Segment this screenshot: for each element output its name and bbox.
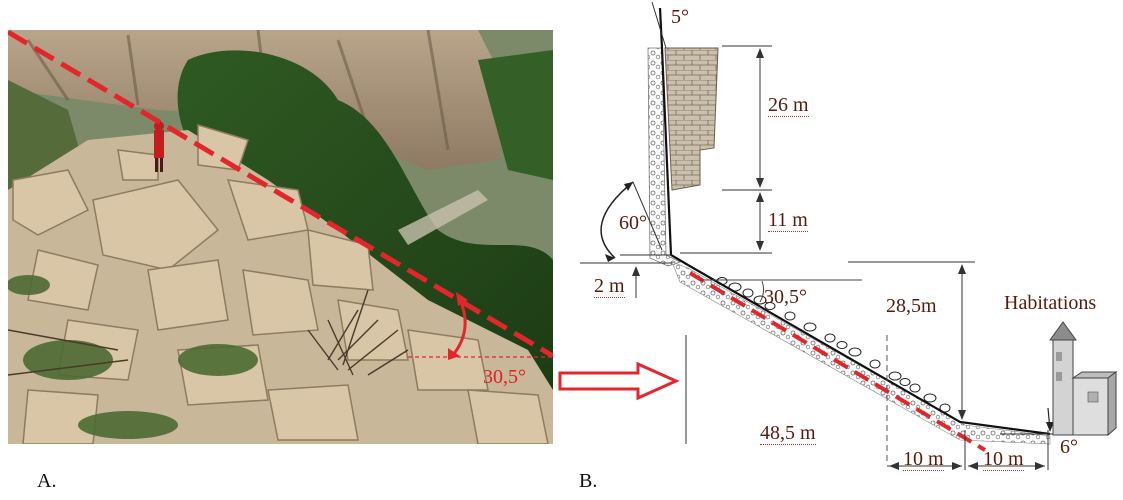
label-base-step: 2 m: [594, 275, 625, 298]
label-slope-angle: 30,5°: [764, 286, 807, 308]
photo-angle-arc: [451, 299, 467, 356]
climber-figure: [154, 121, 164, 172]
diagram-slope-dashed-line: [688, 271, 987, 452]
toe-arrowheads: [889, 462, 1045, 470]
label-horizontal-length-text: 48,5 m: [760, 422, 816, 445]
cliff-angle-ray: [632, 181, 663, 251]
cliff-angle-arc: [600, 181, 634, 259]
cliff-angle-arrowhead-top: [624, 182, 633, 191]
toe-dimension-lines: [887, 430, 1060, 470]
label-height-upper-text: 26 m: [768, 94, 809, 117]
slope-profile-line: [687, 264, 1051, 436]
photo-angle-arrowhead-bottom: [448, 348, 460, 360]
panel-a-label: A.: [37, 470, 57, 492]
label-toe-length-2-text: 10 m: [983, 448, 1024, 471]
photo-angle-arrowhead-top: [456, 292, 468, 306]
rockfall-photo: [8, 30, 553, 444]
cliff-dimension-arrowheads: [632, 48, 764, 276]
photo-angle-label: 30,5°: [483, 366, 526, 388]
dead-branches: [8, 289, 409, 376]
panel-b-label: B.: [579, 470, 598, 492]
toe-angle-arrowhead: [1046, 422, 1054, 432]
slope-angle-arc: [759, 280, 765, 303]
drop-dimension-lines: [848, 261, 975, 418]
label-drop-height: 28,5m: [886, 295, 937, 317]
cliff-dimension-lines: [580, 45, 772, 298]
cliff-top-tick: [651, 1, 667, 49]
drop-arrowhead-top: [958, 264, 966, 274]
label-toe-length-1: 10 m: [903, 448, 944, 471]
photo-illustration: [8, 30, 553, 444]
habitations-house-icon: [1049, 321, 1118, 437]
label-base-step-text: 2 m: [594, 275, 625, 298]
label-height-lower-text: 11 m: [768, 209, 808, 232]
label-toe-angle: 6°: [1060, 436, 1078, 458]
label-toe-length-2: 10 m: [983, 448, 1024, 471]
slope-deposit: [671, 261, 1051, 445]
trees-right: [478, 50, 553, 180]
slope-boulders: [716, 277, 951, 413]
drop-arrowhead-bottom: [958, 410, 966, 420]
label-habitations: Habitations: [1004, 292, 1097, 314]
label-toe-length-1-text: 10 m: [903, 448, 944, 471]
rock-blocks: [12, 123, 549, 444]
label-height-lower: 11 m: [768, 209, 808, 232]
transition-arrow-icon: [558, 362, 680, 400]
road: [398, 190, 488, 245]
cliff-rock-mass: [664, 47, 719, 191]
cliff-profile-line: [658, 7, 689, 266]
label-top-angle: 5°: [671, 6, 689, 28]
label-cliff-angle: 60°: [619, 212, 647, 234]
cliff-angle-arrowhead-bottom: [605, 254, 615, 262]
label-height-upper: 26 m: [768, 94, 809, 117]
label-horizontal-length: 48,5 m: [760, 422, 816, 445]
